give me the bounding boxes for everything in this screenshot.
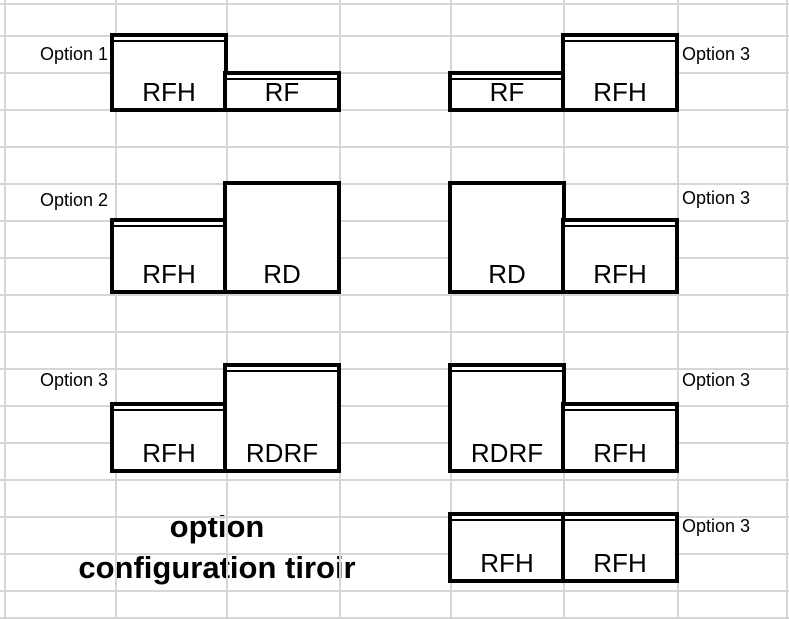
unit-box-rd[interactable]: RD — [223, 181, 341, 294]
unit-code-label: RFH — [593, 77, 647, 107]
option-label: Option 3 — [682, 370, 751, 390]
gridline-horizontal — [0, 3, 789, 5]
unit-box-rfh[interactable]: RFH — [561, 402, 679, 473]
unit-box-rd[interactable]: RD — [448, 181, 566, 294]
option-label: Option 2 — [39, 190, 108, 210]
drawer-slide-line — [227, 78, 337, 80]
gridline-vertical — [226, 0, 228, 619]
unit-box-rfh[interactable]: RFH — [561, 512, 679, 583]
unit-code-label: RFH — [142, 259, 196, 289]
unit-code-label: RFH — [142, 438, 196, 468]
gridline-horizontal — [0, 35, 789, 37]
gridline-horizontal — [0, 553, 789, 555]
drawer-slide-line — [565, 519, 675, 521]
unit-box-rfh[interactable]: RFH — [110, 218, 228, 294]
gridline-vertical — [339, 0, 341, 619]
option-label: Option 3 — [682, 44, 751, 64]
drawer-slide-line — [114, 409, 224, 411]
unit-code-label: RFH — [593, 438, 647, 468]
gridline-horizontal — [0, 368, 789, 370]
drawer-slide-line — [565, 409, 675, 411]
title-text: option configuration tiroir — [17, 506, 417, 588]
unit-box-rfh[interactable]: RFH — [110, 33, 228, 112]
option-label: Option 1 — [39, 44, 108, 64]
gridline-horizontal — [0, 72, 789, 74]
unit-code-label: RF — [489, 77, 525, 107]
unit-code-label: RD — [488, 259, 526, 289]
option-label: Option 3 — [39, 370, 108, 390]
unit-code-label: RDRF — [245, 438, 319, 468]
title-line1: option — [169, 509, 265, 544]
drawer-slide-line — [452, 78, 562, 80]
gridline-horizontal — [0, 109, 789, 111]
gridline-horizontal — [0, 257, 789, 259]
option-label: Option 3 — [682, 188, 751, 208]
drawer-slide-line — [565, 225, 675, 227]
unit-box-rdrf[interactable]: RDRF — [223, 363, 341, 473]
drawer-slide-line — [452, 519, 562, 521]
drawer-slide-line — [114, 40, 224, 42]
gridline-vertical — [677, 0, 679, 619]
gridline-horizontal — [0, 294, 789, 296]
gridline-horizontal — [0, 617, 789, 619]
unit-code-label: RFH — [593, 548, 647, 578]
gridline-horizontal — [0, 183, 789, 185]
unit-code-label: RF — [264, 77, 300, 107]
gridline-horizontal — [0, 331, 789, 333]
gridline-vertical — [786, 0, 788, 619]
unit-box-rf[interactable]: RF — [223, 71, 341, 112]
gridline-horizontal — [0, 405, 789, 407]
unit-code-label: RFH — [480, 548, 534, 578]
gridline-vertical — [450, 0, 452, 619]
unit-box-rfh[interactable]: RFH — [561, 33, 679, 112]
gridline-horizontal — [0, 442, 789, 444]
unit-code-label: RD — [263, 259, 301, 289]
gridline-vertical — [4, 0, 6, 619]
option-label: Option 3 — [682, 516, 751, 536]
gridline-horizontal — [0, 146, 789, 148]
drawer-slide-line — [565, 40, 675, 42]
drawer-slide-line — [227, 370, 337, 372]
gridline-horizontal — [0, 516, 789, 518]
unit-box-rfh[interactable]: RFH — [448, 512, 566, 583]
gridline-vertical — [115, 0, 117, 619]
unit-box-rfh[interactable]: RFH — [110, 402, 228, 473]
gridline-horizontal — [0, 479, 789, 481]
drawer-slide-line — [452, 370, 562, 372]
unit-code-label: RFH — [593, 259, 647, 289]
unit-box-rfh[interactable]: RFH — [561, 218, 679, 294]
title-line2: configuration tiroir — [78, 550, 356, 585]
unit-box-rf[interactable]: RF — [448, 71, 566, 112]
gridline-horizontal — [0, 220, 789, 222]
gridline-horizontal — [0, 590, 789, 592]
unit-box-rdrf[interactable]: RDRF — [448, 363, 566, 473]
gridline-vertical — [563, 0, 565, 619]
unit-code-label: RDRF — [470, 438, 544, 468]
drawer-slide-line — [114, 225, 224, 227]
unit-code-label: RFH — [142, 77, 196, 107]
